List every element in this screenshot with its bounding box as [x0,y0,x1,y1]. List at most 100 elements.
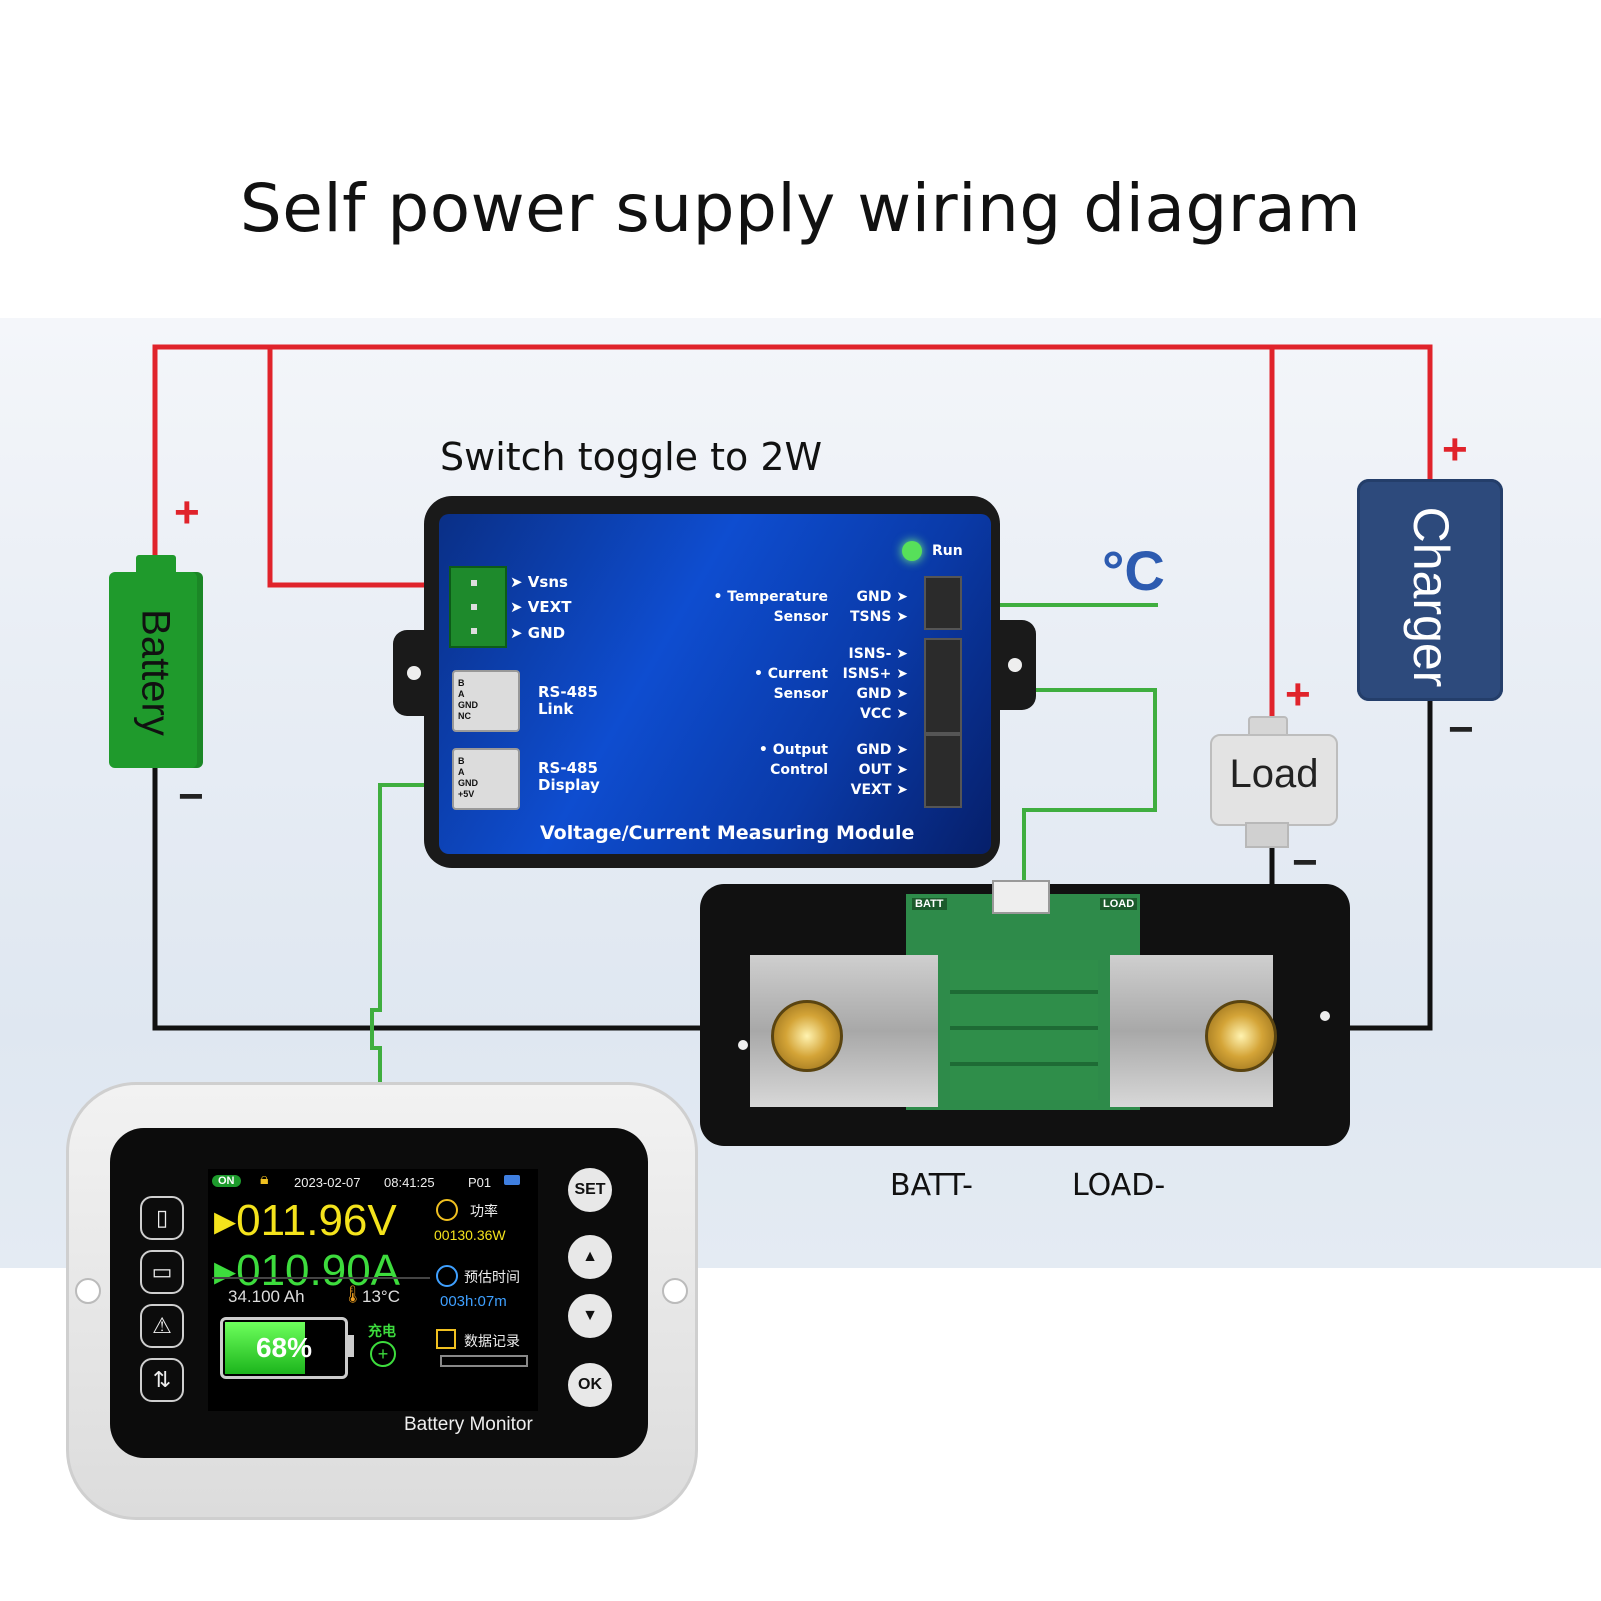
power-icon [436,1199,458,1221]
transfer-button[interactable]: ⇅ [140,1358,184,1402]
load-label: Load [1229,752,1319,796]
alarm-button[interactable]: ⚠ [140,1304,184,1348]
battery-label: Battery [133,609,178,736]
terminal-screw [471,580,477,586]
output-control-label-line2: Control [770,762,828,778]
clock-icon [436,1265,458,1287]
rs485-link-label-line2: Link [538,700,574,718]
battery-icon [109,572,203,768]
shunt-resistor-array [950,960,1098,1100]
rs485-display-pins: B A GND +5V [458,756,478,800]
temperature-sensor-label-line2: Sensor [773,609,828,625]
up-button[interactable]: ▲ [568,1235,612,1279]
shunt-mount-hole-left [738,1040,748,1050]
current-sensor-label-line2: Sensor [773,686,828,702]
shunt-load-tag: LOAD [1100,898,1138,910]
pin-label: VEXT [850,782,892,798]
pin-gnd: ➤ GND [510,624,566,642]
battery-cap [136,555,176,575]
charger-plus-sign: + [1442,425,1468,474]
run-led-icon [902,541,922,561]
pin-label: ISNS- [848,646,892,662]
current-sensor-pins: ISNS- ➤ ISNS+ ➤ GND ➤ VCC ➤ [842,646,908,722]
battery-gauge: 68% [220,1317,348,1379]
rs485-link-port: B A GND NC [452,670,520,732]
rs485-display-port: B A GND +5V [452,748,520,810]
pcb-trace [950,1026,1098,1030]
module-panel [439,514,991,854]
batt-minus-label: BATT- [890,1168,973,1203]
display-wire [370,783,455,1090]
time-left-value: 003h:07m [440,1293,507,1310]
charger-minus-sign: − [1448,705,1474,754]
pin-label: TSNS [849,609,892,625]
pin-label: A [458,767,465,777]
pin-vext-label: VEXT [527,598,572,616]
current-connector [924,638,962,734]
pin-label: GND [458,700,478,710]
monitor-lcd: ON 🔒︎ 2023-02-07 08:41:25 P01 ▸011.96V ▸… [208,1169,538,1411]
positive-wire-main [152,344,1433,574]
capacity-readout: 34.100 Ah [228,1287,305,1306]
temperature-readout: 13°C [362,1287,400,1306]
pin-label: GND [856,589,892,605]
pin-label: A [458,689,465,699]
temperature-symbol: °C [1102,539,1165,602]
shunt-batt-tag: BATT [912,898,947,910]
power-label: 功率 [470,1203,498,1219]
load-device [1210,734,1338,826]
temp-connector [924,576,962,630]
temperature-sensor-label: • Temperature Sensor [708,587,828,627]
pin-vsns-label: Vsns [527,573,568,591]
current-sensor-wire [940,688,1157,890]
pin-vsns: ➤ Vsns [510,573,568,591]
record-label: 数据记录 [464,1333,520,1349]
battery-plus-sign: + [174,488,200,537]
load-plus-sign: + [1285,670,1311,719]
battery-status-icon [504,1175,520,1185]
module-name: Voltage/Current Measuring Module [540,822,915,844]
rs485-link-label-line1: RS-485 [538,683,598,701]
power-terminal-block [449,566,507,648]
time-left-label: 预估时间 [464,1269,520,1285]
temperature-sensor-label-line1: Temperature [727,589,828,605]
pin-vext: ➤ VEXT [510,598,572,616]
load-bolt-icon [1205,1000,1277,1072]
monitor-mount-hole-left [75,1278,101,1304]
output-control-pins: GND ➤ OUT ➤ VEXT ➤ [850,742,908,798]
batt-bolt-icon [771,1000,843,1072]
lock-icon: 🔒︎ [260,1171,269,1188]
pin-gnd-label: GND [527,624,566,642]
negative-wire-battery [152,768,780,1031]
current-value: 010.90A [236,1246,401,1295]
rs485-link-label: RS-485 Link [538,684,598,718]
rs485-display-label-line2: Display [538,776,600,794]
voltage-value: 011.96V [236,1196,397,1245]
voltage-readout: ▸011.96V [214,1196,397,1245]
shunt-plate-left [898,955,938,1107]
thermometer-icon: 🌡︎ [342,1285,364,1304]
phone-mode-button[interactable]: ▭ [140,1250,184,1294]
ok-button[interactable]: OK [568,1363,612,1407]
terminal-screw [471,604,477,610]
pin-label: B [458,756,465,766]
load-minus-sign: − [1292,838,1318,887]
pin-label: GND [458,778,478,788]
down-button[interactable]: ▼ [568,1294,612,1338]
rs485-display-label-line1: RS-485 [538,759,598,777]
set-button[interactable]: SET [568,1168,612,1212]
shunt-plate-right [1110,955,1150,1107]
pin-label: OUT [858,762,892,778]
rs485-link-pins: B A GND NC [458,678,478,722]
status-time: 08:41:25 [384,1175,435,1190]
battery-gauge-tip [348,1335,354,1357]
pin-label: NC [458,711,471,721]
shunt-connector [992,880,1050,914]
battery-mode-button[interactable]: ▯ [140,1196,184,1240]
charge-label: 充电 [368,1323,396,1339]
pcb-trace [950,990,1098,994]
positive-wire-vsns [267,347,455,588]
lcd-divider [212,1277,430,1279]
